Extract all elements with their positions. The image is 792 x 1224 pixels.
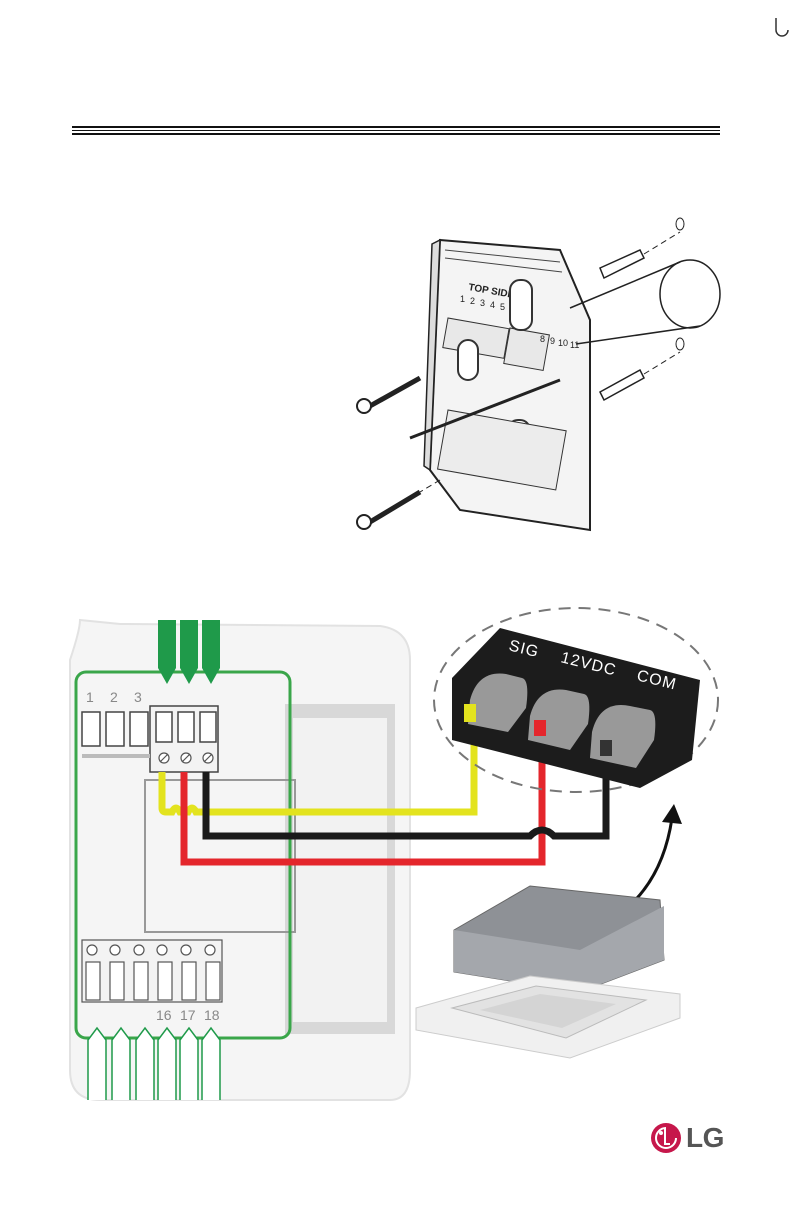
header-rule-middle [72,130,720,131]
terminal-number-3: 3 [134,689,142,705]
wall-plate-mounting-diagram: TOP SIDE 1 2 3 4 5 8 9 10 11 [350,210,720,550]
right-terminal-10: 10 [558,338,568,348]
terminal-number-17: 17 [180,1007,196,1023]
right-terminal-11: 11 [570,340,579,350]
wall-cable-hole [570,260,720,344]
lg-logo-text: LG [686,1122,724,1154]
ceiling-cassette-unit [416,886,680,1058]
top-terminal-4: 4 [490,300,495,310]
screw-icon [357,492,420,529]
right-terminal-9: 9 [550,336,555,346]
wire-entry-arrows-top [158,620,220,684]
wall-anchor-icon [600,338,684,400]
terminal-number-2: 2 [110,689,118,705]
top-terminal-2: 2 [470,296,475,306]
terminal-number-16: 16 [156,1007,172,1023]
right-terminal-8: 8 [540,334,545,344]
wiring-diagram: 1 2 3 16 17 18 [60,600,730,1110]
page-cut-mark [774,18,788,38]
top-terminal-3: 3 [480,298,485,308]
header-rule-top [72,126,720,128]
terminal-number-1: 1 [86,689,94,705]
top-terminal-1: 1 [460,294,465,304]
header-rule-bottom [72,133,720,135]
terminal-number-18: 18 [204,1007,220,1023]
top-terminal-5: 5 [500,302,505,312]
screw-icon [357,378,420,413]
